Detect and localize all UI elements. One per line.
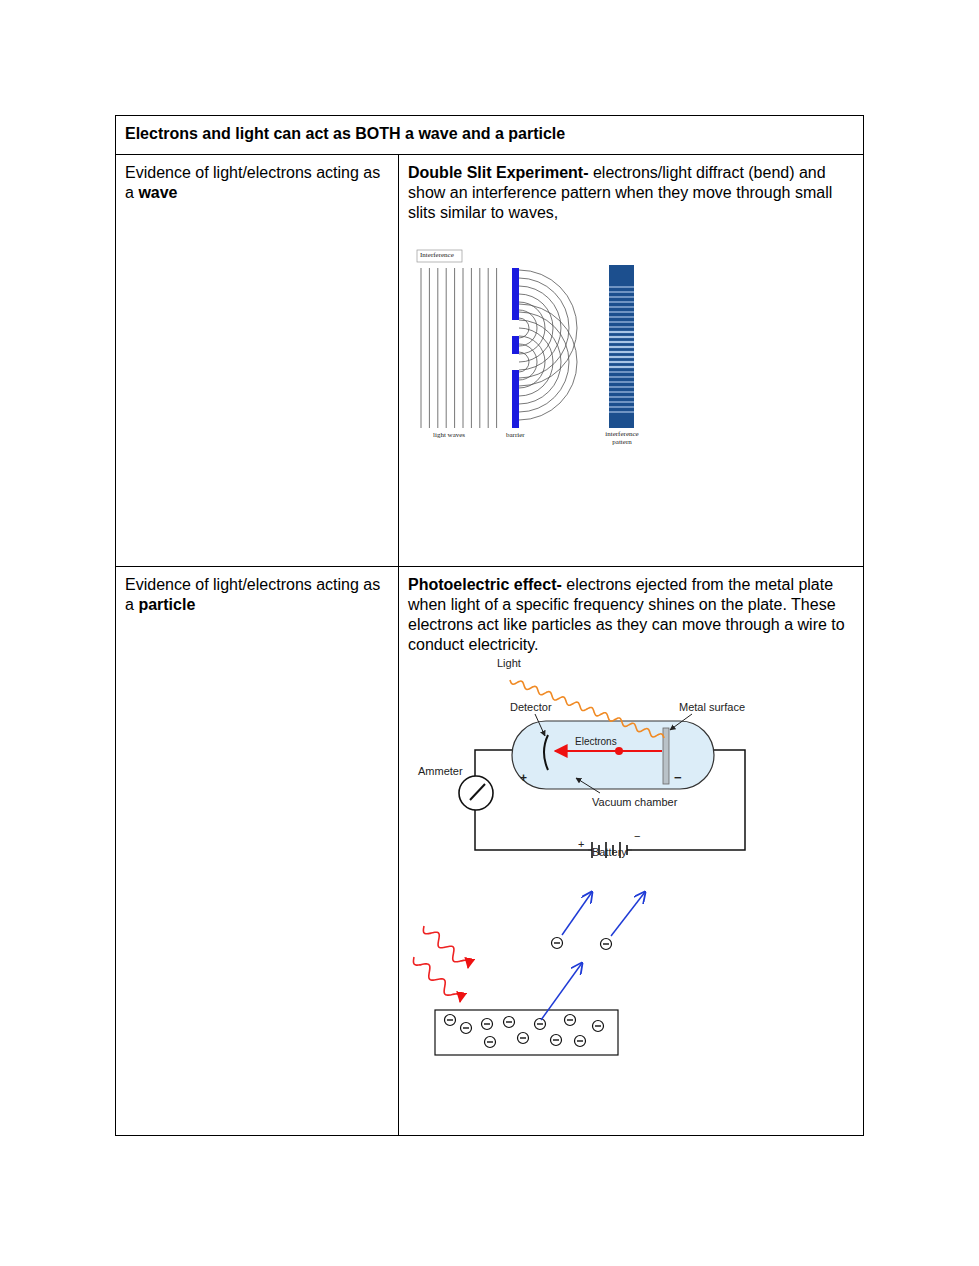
double-slit-figure [417,250,634,428]
interference-pattern [609,265,634,428]
polarity-sign: + [520,772,527,785]
barrier [512,370,519,428]
figure-label: Ammeter [418,765,463,777]
polarity-sign: + [578,838,584,850]
row-label-cell: Evidence of light/electrons acting as aw… [115,154,399,567]
detector [544,735,548,770]
figure-label: Vacuum chamber [592,796,677,808]
figure-label: Electrons [575,736,617,747]
electron-path [555,750,662,752]
figure-label: Battery [592,846,627,858]
ammeter-needle [470,784,485,800]
figure-label: Metal surface [679,701,745,713]
metal-plate [435,1010,618,1055]
figure-label: barrier [506,431,525,439]
figure-title: Interference [420,251,454,259]
bold-heading: Electrons and light can act as BOTH a wa… [125,125,565,142]
content-cell: Double Slit Experiment-electrons/light d… [398,154,864,567]
content-cell: Photoelectric effect-electrons ejected f… [398,566,864,1136]
diffraction-arcs [519,270,577,420]
bold-heading: Photoelectric effect- [408,576,562,593]
photoelectric-apparatus [459,680,745,858]
battery [588,842,632,858]
figure-label: interference pattern [600,430,644,446]
emission-arrow [541,963,582,1020]
bold-heading: Double Slit Experiment- [408,164,588,181]
row-label-cell: Evidence of light/electrons acting as ap… [115,566,399,1136]
electron-emission-figure [413,892,645,1055]
light-wave-lines [421,268,497,428]
leader-line [535,714,545,736]
leader-line [670,714,692,730]
bold-heading: wave [138,184,177,201]
emission-arrow [562,892,592,935]
polarity-sign: − [674,771,682,785]
light-ray [510,680,664,738]
title-box [417,250,462,262]
bold-heading: particle [138,596,195,613]
electrons [445,938,612,1048]
leader-line [576,778,600,793]
light-wave [423,926,468,968]
battery-gap [588,842,632,858]
table-header: Electrons and light can act as BOTH a wa… [115,115,864,155]
electron [615,747,623,755]
barrier [512,268,519,320]
polarity-sign: − [634,830,640,842]
emission-arrow [611,892,645,936]
ammeter [459,776,493,810]
figure-label: light waves [433,431,465,439]
fringes [609,287,634,412]
barrier [512,336,519,354]
figure-label: Light [497,657,521,669]
figure-label: Detector [510,701,552,713]
light-wave [413,957,460,1002]
